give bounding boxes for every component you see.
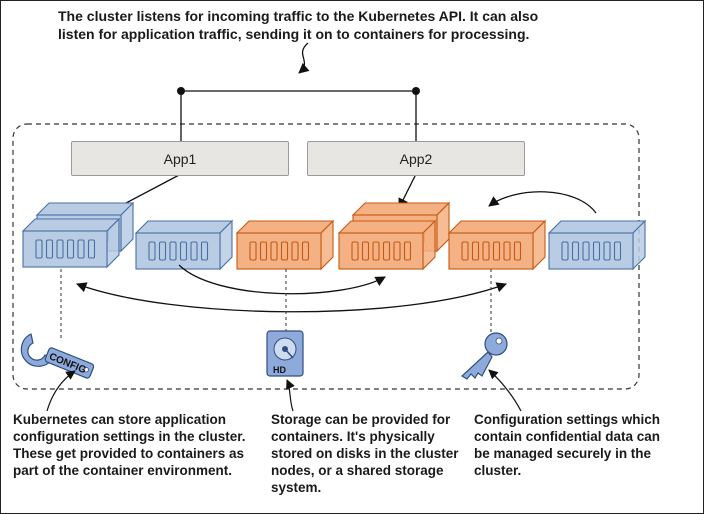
fork-node-left [177,87,185,95]
container-1-blue [21,201,135,269]
app2-route-arrow [398,173,417,209]
config-pointer [46,370,76,412]
long-comm-arrow [76,282,507,313]
app1-label: App1 [163,150,197,167]
container-3-orange [235,219,335,271]
secret-pointer [488,369,522,412]
app2-service-box: App2 [307,141,525,176]
secrets-annotation: Configuration settings which contain con… [474,412,661,478]
return-comm-arrow [488,191,597,214]
fork-node-right [412,87,420,95]
key-icon [461,332,508,380]
short-comm-arrow [178,264,386,295]
app2-label: App2 [399,150,433,167]
container-layer [21,201,647,271]
storage-pointer [286,379,295,412]
cluster-traffic-annotation: The cluster listens for incoming traffic… [58,8,539,42]
container-2-blue [134,219,234,271]
container-5-orange [447,219,547,271]
hard-disk-label: HD [273,365,286,375]
config-annotation: Kubernetes can store application configu… [13,412,246,478]
config-icon: CONFIG [20,333,95,379]
traffic-fork [180,42,417,141]
storage-annotation: Storage can be provided for containers. … [271,412,459,495]
app1-service-box: App1 [71,141,289,176]
hard-disk-icon: HD [266,330,304,377]
container-6-blue [547,219,647,271]
container-4-orange [337,201,451,271]
